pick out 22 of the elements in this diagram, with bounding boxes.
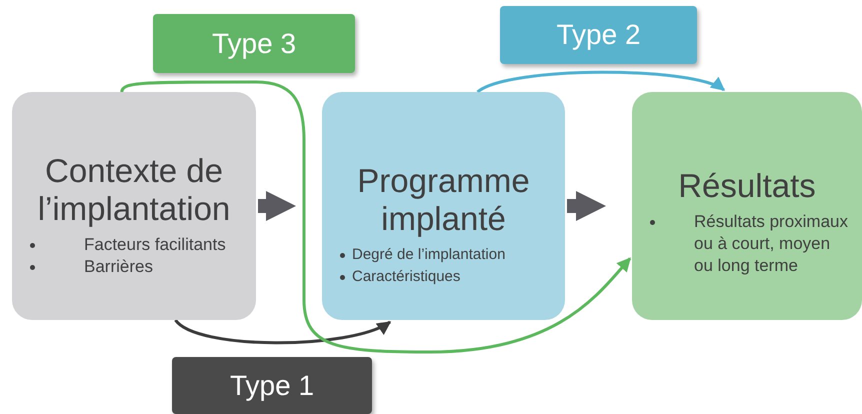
type-label	[153, 14, 355, 73]
box-heading: Programme implanté	[356, 162, 531, 238]
type-label-text: Type 3	[212, 28, 296, 60]
type-label-text: Type 1	[230, 370, 314, 402]
bullet-item: Barrières	[84, 256, 153, 278]
type-label	[500, 6, 697, 64]
process-box	[12, 92, 256, 320]
curved-arrow	[120, 80, 632, 354]
box-heading: Résultats	[677, 167, 817, 205]
bullet-item: Résultats proximaux ou à court, moyen ou long terme	[694, 211, 850, 277]
box-heading: Contexte de l’implantation	[36, 152, 232, 228]
bullet-item: Caractéristiques	[352, 267, 460, 287]
curved-arrow	[174, 318, 392, 344]
type-label	[172, 357, 372, 414]
process-box	[322, 92, 565, 320]
type-label-text: Type 2	[556, 19, 641, 51]
bullet-item: Facteurs facilitants	[84, 234, 226, 256]
process-box	[632, 92, 862, 320]
block-arrow	[567, 191, 606, 221]
curved-arrow	[476, 70, 726, 94]
bullet-item: Degré de l’implantation	[352, 245, 506, 265]
block-arrow	[258, 191, 296, 221]
